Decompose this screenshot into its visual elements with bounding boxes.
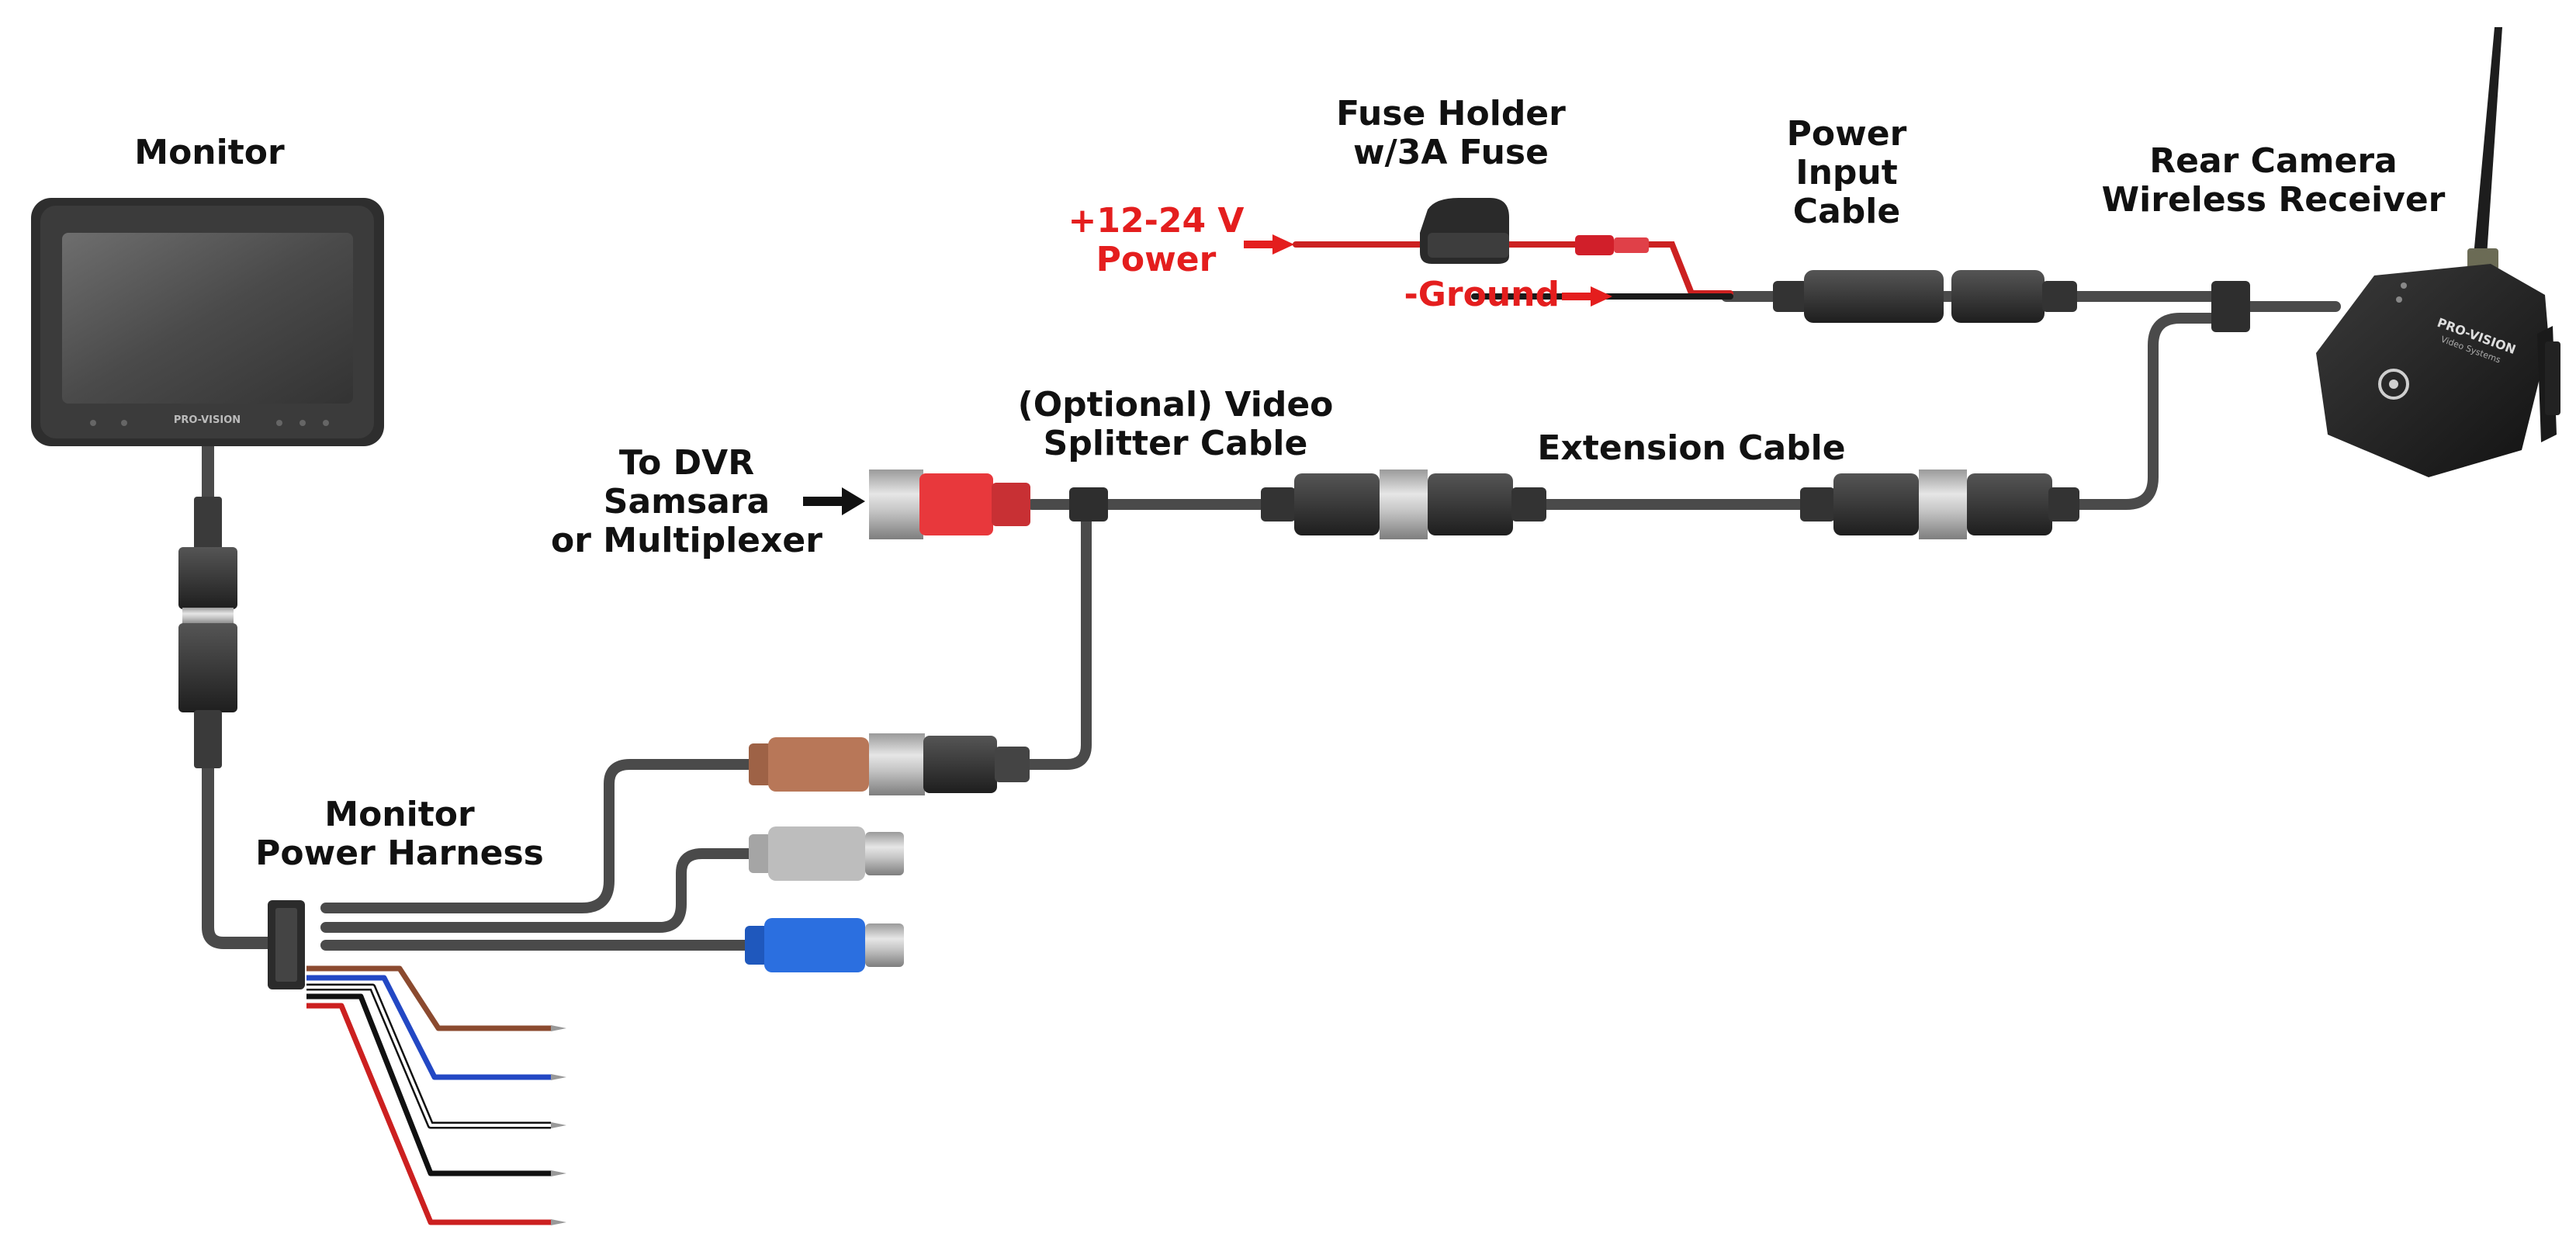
- red-power-wire-3: [1642, 241, 1733, 296]
- monitor-screen: [62, 233, 353, 404]
- fuse-holder-label-line1: Fuse Holder: [1336, 94, 1566, 133]
- dvr-label-line3: or Multiplexer: [551, 521, 822, 560]
- brown-connector: [749, 733, 1030, 795]
- power-input-label-line1: Power: [1786, 114, 1907, 154]
- power-label-line1: +12-24 V: [1068, 201, 1245, 241]
- monitor-cable-connector: [178, 497, 237, 768]
- ground-label-text: -Ground: [1404, 275, 1560, 314]
- wire-black: [306, 993, 551, 1176]
- receiver-label-line2: Wireless Receiver: [2101, 180, 2446, 220]
- receiver-label: Rear Camera Wireless Receiver: [2087, 142, 2460, 220]
- wireless-receiver: PRO-VISION Video Systems: [2316, 27, 2560, 477]
- harness-hub: [268, 900, 305, 989]
- splitter-label: (Optional) Video Splitter Cable: [1001, 386, 1350, 463]
- arrows: [803, 234, 1612, 515]
- dvr-arrow: [803, 487, 865, 515]
- splitter-junction: [1069, 487, 1108, 522]
- splitter-label-line2: Splitter Cable: [1043, 424, 1308, 463]
- harness-label: Monitor Power Harness: [233, 795, 566, 873]
- monitor-label-text: Monitor: [134, 133, 285, 172]
- fuse-holder-label: Fuse Holder w/3A Fuse: [1304, 95, 1598, 172]
- ground-label: -Ground: [1381, 275, 1560, 314]
- power-input-label-line3: Cable: [1792, 192, 1901, 231]
- ground-arrow: [1562, 286, 1612, 307]
- grey-connector: [749, 826, 904, 881]
- extension-connector-right: [1800, 470, 2079, 539]
- extension-connector-left: [1261, 470, 1546, 539]
- wire-brown: [306, 965, 551, 1031]
- harness-wires: [306, 965, 566, 1225]
- power-label: +12-24 V Power: [1036, 202, 1276, 279]
- wire-red: [306, 1003, 551, 1225]
- fuse-holder-label-line2: w/3A Fuse: [1353, 133, 1549, 172]
- dvr-label: To DVR Samsara or Multiplexer: [551, 444, 822, 560]
- wire-white: [306, 986, 551, 1127]
- monitor: PRO-VISION: [31, 198, 384, 446]
- power-input-label-line2: Input: [1795, 153, 1898, 192]
- power-label-line2: Power: [1096, 240, 1217, 279]
- fuse-holder: [1420, 198, 1509, 264]
- receiver-video-cable: [2043, 313, 2217, 510]
- red-crimp: [1575, 235, 1649, 255]
- harness-to-grey-cable: [320, 848, 758, 933]
- receiver-label-line1: Rear Camera: [2149, 141, 2398, 181]
- extension-cable-label: Extension Cable: [1505, 429, 1878, 468]
- harness-label-line2: Power Harness: [255, 833, 544, 873]
- harness-to-video-cable: [320, 759, 758, 913]
- power-arrow: [1244, 234, 1294, 255]
- dvr-label-line1: To DVR: [618, 443, 755, 483]
- antenna: [2474, 27, 2502, 256]
- monitor-label: Monitor: [116, 133, 303, 172]
- extension-label-text: Extension Cable: [1537, 428, 1846, 468]
- receiver-junction: [2211, 281, 2250, 332]
- splitter-label-line1: (Optional) Video: [1017, 385, 1334, 424]
- monitor-cable: [202, 436, 278, 949]
- splitter-branch-cable: [1023, 499, 1092, 770]
- wire-blue: [306, 975, 551, 1080]
- red-dvr-connector: [869, 470, 1030, 539]
- blue-connector: [745, 918, 904, 972]
- harness-label-line1: Monitor: [324, 795, 475, 834]
- dvr-label-line2: Samsara: [603, 482, 770, 522]
- monitor-logo: PRO-VISION: [174, 414, 241, 426]
- receiver-logo-icon: [2378, 369, 2409, 400]
- power-input-cable-label: Power Input Cable: [1754, 115, 1940, 231]
- power-input-connectors: [1773, 270, 2077, 323]
